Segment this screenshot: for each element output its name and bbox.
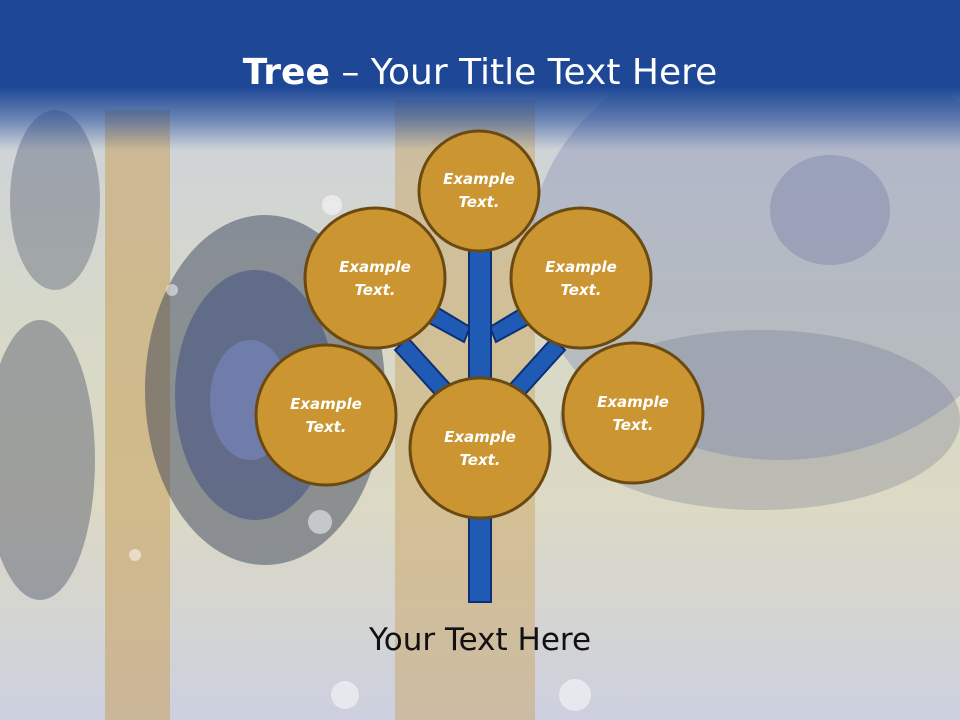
node-circle-upper-right	[509, 206, 653, 350]
node-label-line2: Text.	[354, 281, 396, 299]
node-label-lower-right: Example Text.	[563, 391, 703, 437]
caption-text: Your Text Here	[368, 622, 592, 658]
node-label-line1: Example	[444, 428, 516, 446]
slide-title: Tree – Your Title Text Here	[0, 52, 960, 93]
node-label-line1: Example	[545, 258, 617, 276]
node-label-line1: Example	[339, 258, 411, 276]
node-label-upper-left: Example Text.	[305, 256, 445, 302]
node-label-line1: Example	[597, 393, 669, 411]
node-label-line2: Text.	[458, 193, 500, 211]
node-circle-top	[417, 129, 541, 253]
title-bar	[0, 0, 960, 150]
node-label-top: Example Text.	[409, 168, 549, 214]
title-bold: Tree	[242, 52, 330, 93]
node-label-line2: Text.	[459, 451, 501, 469]
node-circle-center	[408, 376, 552, 520]
node-label-lower-left: Example Text.	[256, 393, 396, 439]
title-rest: – Your Title Text Here	[329, 52, 718, 93]
node-label-line2: Text.	[560, 281, 602, 299]
node-circle-lower-left	[254, 343, 398, 487]
node-circle-upper-left	[303, 206, 447, 350]
node-label-center: Example Text.	[410, 426, 550, 472]
node-label-line2: Text.	[305, 418, 347, 436]
node-label-line2: Text.	[612, 416, 654, 434]
tree-nodes	[254, 129, 705, 520]
node-label-upper-right: Example Text.	[511, 256, 651, 302]
node-label-line1: Example	[443, 170, 515, 188]
node-circle-lower-right	[561, 341, 705, 485]
node-label-line1: Example	[290, 395, 362, 413]
